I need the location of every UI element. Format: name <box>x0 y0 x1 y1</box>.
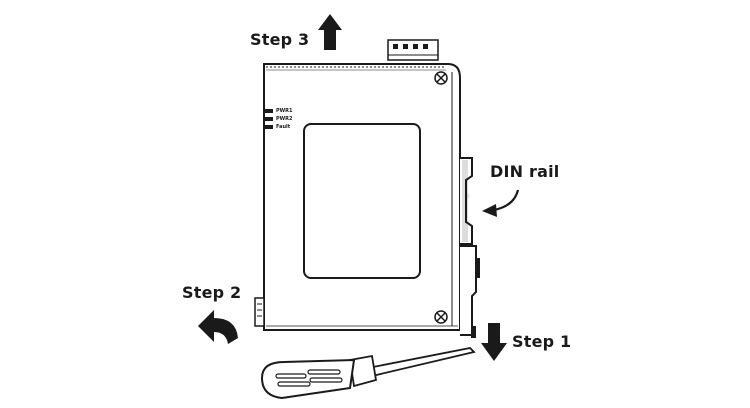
up-arrow-icon <box>318 14 342 50</box>
screw-bottom-right-icon <box>434 310 448 324</box>
led-fault-label: Fault <box>276 124 291 130</box>
front-label-window <box>303 123 421 279</box>
din-rail-label: DIN rail <box>490 162 560 181</box>
led-pwr1-icon <box>265 109 273 113</box>
rotate-arrow-icon <box>198 310 238 344</box>
step1-label: Step 1 <box>512 332 572 351</box>
side-port <box>254 297 265 327</box>
led-fault-icon <box>265 125 273 129</box>
led-pwr1-label: PWR1 <box>276 108 293 114</box>
step2-label: Step 2 <box>182 283 242 302</box>
screwdriver-icon <box>260 347 476 400</box>
din-rail-clip <box>460 157 480 338</box>
screw-top-right-icon <box>434 71 448 85</box>
led-indicators <box>265 109 273 129</box>
din-rail-pointer-arrow-icon <box>482 189 520 217</box>
step3-label: Step 3 <box>250 30 310 49</box>
device-housing <box>263 63 461 331</box>
led-pwr2-icon <box>265 117 273 121</box>
terminal-connector <box>387 39 439 61</box>
led-pwr2-label: PWR2 <box>276 116 293 122</box>
down-arrow-icon <box>481 323 507 361</box>
